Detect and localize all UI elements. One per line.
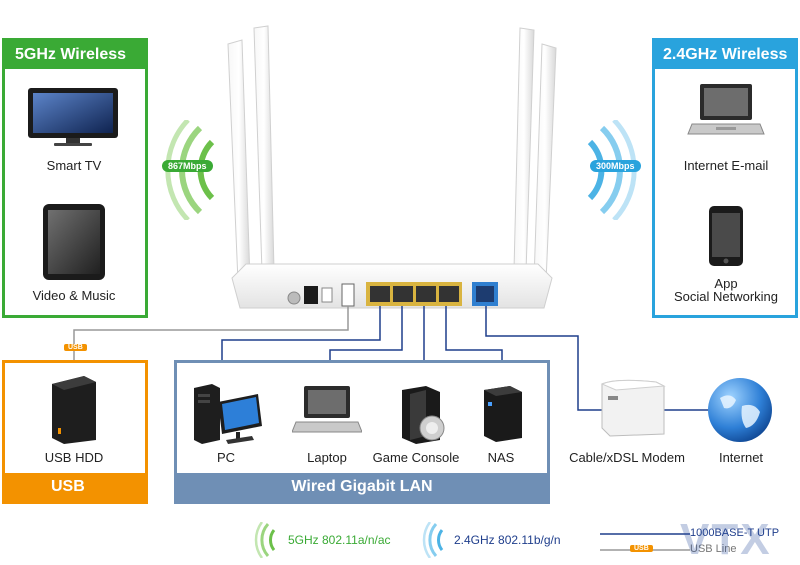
legend-5ghz-waves-icon [254,522,276,558]
game-console-label: Game Console [372,450,460,465]
social-networking-label: Social Networking [673,289,779,304]
tablet-icon [43,204,105,280]
video-music-label: Video & Music [32,288,116,303]
legend-24ghz-waves-icon [422,522,444,558]
pc-icon [194,384,262,444]
lan-laptop-icon [292,386,362,433]
smart-tv-label: Smart TV [46,158,102,173]
usb-hdd-icon [52,376,96,444]
speed-5ghz-badge: 867Mbps [162,160,213,172]
usb-line-tag: USB [64,344,87,351]
panel-wired-lan-title: Wired Gigabit LAN [177,473,547,501]
modem-icon [600,379,666,437]
internet-label: Internet [718,450,764,465]
globe-icon [708,378,772,442]
nas-label: NAS [487,450,515,465]
router-icon [227,25,557,309]
smart-tv-icon [28,88,118,146]
vtx-watermark-logo: VTX [680,515,772,564]
legend-usb-tag: USB [630,545,653,552]
panel-usb-title: USB [5,473,145,501]
internet-email-label: Internet E-mail [683,158,769,173]
nas-icon [484,386,522,442]
usb-hdd-label: USB HDD [44,450,104,465]
legend-24ghz-text: 2.4GHz 802.11b/g/n [454,533,561,547]
laptop-label: Laptop [307,450,347,465]
legend-wired-text: 1000BASE-T UTP [690,527,780,539]
pc-label: PC [216,450,236,465]
laptop-icon [687,84,765,135]
game-console-icon [402,386,445,444]
panel-5ghz-title: 5GHz Wireless [5,41,145,69]
legend-5ghz-text: 5GHz 802.11a/n/ac [288,533,391,547]
panel-24ghz-title: 2.4GHz Wireless [655,41,795,69]
app-label: App [714,276,738,291]
speed-24ghz-badge: 300Mbps [590,160,641,172]
legend-usb-line-text: USB Line [690,543,737,555]
modem-label: Cable/xDSL Modem [569,450,685,465]
smartphone-icon [709,206,743,266]
